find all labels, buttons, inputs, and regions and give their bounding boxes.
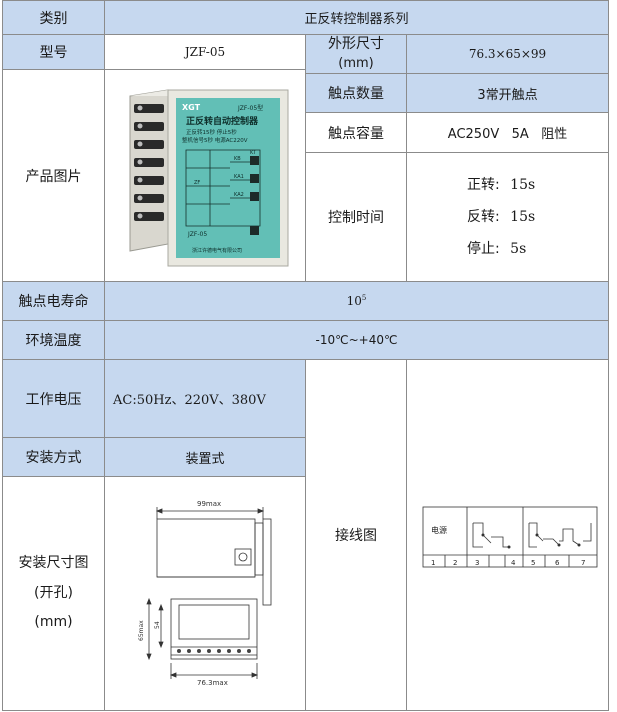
wiring-label-cell: 接线图 [305,359,407,711]
contact-capacity-value: AC250V 5A 阻性 [447,127,568,142]
contact-count-label: 触点数量 [328,86,384,102]
install-size-label-line2: (开孔) [34,584,73,601]
dim-side-outer: 65max [138,619,145,640]
wiring-label: 接线图 [335,528,377,544]
reverse-time-row: 反转: 15s [467,201,535,233]
forward-label: 正转: [467,177,500,193]
install-size-label-line3: (mm) [34,614,73,631]
photo-maker: 浙江许德电气有限公司 [192,247,242,254]
contact-count-label-cell: 触点数量 [305,73,407,113]
photo-label-ka1: KA1 [234,174,244,180]
control-time-label: 控制时间 [328,210,384,226]
terminal-3: 3 [475,559,479,567]
contact-capacity-value-cell: AC250V 5A 阻性 [406,112,609,153]
dim-bottom: 76.3max [197,679,228,687]
category-value: 正反转控制器系列 [304,12,409,27]
install-size-label-line1: 安装尺寸图 [18,555,89,572]
contact-capacity-label: 触点容量 [328,125,384,142]
ambient-temp-label-cell: 环境温度 [2,320,105,360]
dimension-drawing-cell: 99max 65max 54 76.3max [104,476,306,711]
terminal-7: 7 [581,559,585,567]
contact-count-value: 3常开触点 [477,87,538,103]
photo-label-ka2: KA2 [234,192,244,198]
product-image-label-cell: 产品图片 [2,69,105,282]
terminal-6: 6 [555,559,560,567]
dimensions-label-line2: (mm) [338,55,374,71]
working-voltage-label-cell: 工作电压 [2,359,105,438]
contact-life-exponent: 5 [361,294,367,302]
contact-life-label-cell: 触点电寿命 [2,281,105,321]
dim-top: 99max [197,500,221,508]
contact-life-value-cell: 105 [104,281,609,321]
forward-time-row: 正转: 15s [467,169,535,201]
stop-value: 5s [510,241,527,257]
stop-label: 停止: [467,241,500,257]
forward-value: 15s [510,177,536,193]
photo-spec-line2: 整机信号5秒 电源AC220V [182,136,248,144]
photo-label-kb: KB [234,156,241,162]
photo-label-zf: ZF [194,180,200,186]
ambient-temp-value: -10℃~+40℃ [315,333,398,347]
reverse-label: 反转: [467,209,500,225]
dimensions-value-cell: 76.3×65×99 [406,34,609,74]
terminal-5: 5 [531,559,535,567]
ambient-temp-value-cell: -10℃~+40℃ [104,320,609,360]
wiring-power-label: 电源 [431,525,447,535]
installation-value-cell: 装置式 [104,437,306,477]
dim-side-inner: 54 [154,621,161,629]
category-label-cell: 类别 [2,0,105,35]
wiring-diagram: 电源 1 2 3 4 5 6 7 [422,506,597,568]
dimensions-value: 76.3×65×99 [468,47,547,61]
terminal-4: 4 [511,559,516,567]
model-label: 型号 [39,45,68,61]
product-photo: XGT JZF-05型 正反转自动控制器 正反转15秒 停止5秒 整机信号5秒 … [129,88,289,266]
control-time-label-cell: 控制时间 [305,152,407,282]
contact-life-value: 105 [346,294,367,308]
stop-time-row: 停止: 5s [467,233,526,265]
category-label: 类别 [39,10,68,27]
ambient-temp-label: 环境温度 [25,333,82,349]
photo-title: 正反转自动控制器 [186,115,259,127]
installation-label: 安装方式 [25,450,82,466]
working-voltage-value-cell: AC:50Hz、220V、380V [104,359,306,438]
model-value: JZF-05 [184,45,226,59]
installation-label-cell: 安装方式 [2,437,105,477]
control-time-value-cell: 正转: 15s 反转: 15s 停止: 5s [406,152,609,282]
dimensions-label-cell: 外形尺寸 (mm) [305,34,407,74]
photo-model-bottom: JZF-05 [187,231,207,238]
reverse-value: 15s [510,209,536,225]
model-value-cell: JZF-05 [104,34,306,70]
installation-value: 装置式 [185,451,225,467]
dimensions-label-line1: 外形尺寸 [328,36,384,53]
product-image-label: 产品图片 [25,168,82,185]
dimension-drawing: 99max 65max 54 76.3max [138,500,272,687]
contact-count-value-cell: 3常开触点 [406,73,609,113]
contact-capacity-label-cell: 触点容量 [305,112,407,153]
contact-life-label: 触点电寿命 [18,294,89,310]
model-label-cell: 型号 [2,34,105,70]
wiring-diagram-cell: 电源 1 2 3 4 5 6 7 [406,359,609,711]
photo-model-tag: JZF-05型 [237,104,263,112]
install-size-label-cell: 安装尺寸图 (开孔) (mm) [2,476,105,711]
working-voltage-value: AC:50Hz、220V、380V [113,393,266,408]
photo-label-kt: KT [250,150,257,156]
terminal-2: 2 [453,559,457,567]
category-value-cell: 正反转控制器系列 [104,0,609,35]
photo-brand: XGT [182,103,201,112]
terminal-1: 1 [431,559,435,567]
photo-spec-line1: 正反转15秒 停止5秒 [186,128,237,136]
product-image-cell: XGT JZF-05型 正反转自动控制器 正反转15秒 停止5秒 整机信号5秒 … [104,69,306,282]
working-voltage-label: 工作电压 [25,391,82,408]
